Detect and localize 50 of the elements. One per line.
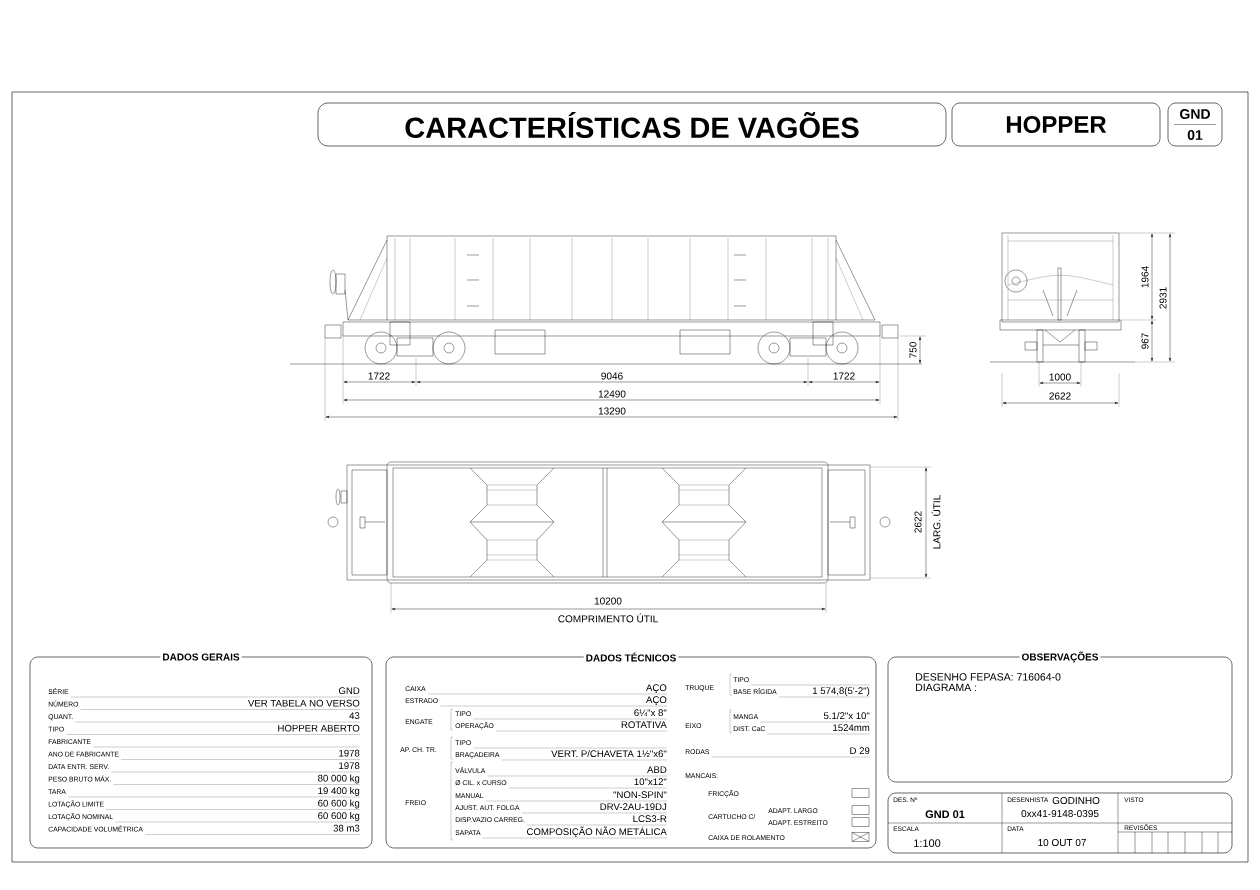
dimension-label: 13290 bbox=[598, 407, 626, 415]
cell-value: 1:100 bbox=[914, 839, 941, 848]
field-value: 60 600 kg bbox=[318, 812, 360, 821]
dimension-note: LARG. ÚTIL bbox=[931, 495, 941, 549]
cell-value: 10 OUT 07 bbox=[1038, 839, 1086, 847]
field-value: 1978 bbox=[339, 749, 360, 757]
field-value: GND bbox=[338, 687, 360, 695]
dimension-label: 1722 bbox=[368, 372, 390, 380]
dimension-label: 2622 bbox=[914, 511, 922, 533]
field-value: 43 bbox=[349, 712, 360, 720]
field-value: 10"x12" bbox=[634, 778, 667, 786]
field-value: 1524mm bbox=[833, 724, 870, 732]
field-value: ROTATIVA bbox=[621, 721, 667, 729]
dimension-label: 967 bbox=[1141, 333, 1149, 349]
field-value: ABD bbox=[647, 766, 667, 773]
field-value: 38 m3 bbox=[333, 824, 360, 832]
dimension-label: 2622 bbox=[1049, 392, 1071, 400]
field-value: 6¼"x 8" bbox=[634, 709, 667, 717]
dimension-label: 12490 bbox=[598, 390, 626, 398]
field-value: 80 000 kg bbox=[318, 774, 360, 784]
dimension-label: 750 bbox=[909, 342, 917, 358]
field-value: COMPOSIÇÃO NÃO METÁLICA bbox=[527, 826, 667, 838]
field-value: AÇO bbox=[646, 696, 667, 706]
field-value: 1 574,8(5'-2") bbox=[813, 687, 870, 696]
cell-value: 0xx41-9148-0395 bbox=[1021, 810, 1099, 818]
title-banner: CARACTERÍSTICAS DE VAGÕES bbox=[317, 102, 947, 147]
cell-value: GODINHO bbox=[1052, 797, 1100, 805]
dimension-label: 2931 bbox=[1159, 287, 1167, 309]
data-panel: OBSERVAÇÕES DESENHO FEPASA: 716064-0 DIAGRAMA : bbox=[887, 649, 1233, 783]
field-value: D 29 bbox=[850, 747, 870, 755]
type-box: HOPPER bbox=[951, 102, 1161, 147]
dimension-label: 1000 bbox=[1049, 373, 1071, 381]
field-value: AÇO bbox=[646, 684, 667, 694]
field-value: VERT. P/CHAVETA 1½"x6" bbox=[551, 750, 667, 758]
field-value: 1978 bbox=[339, 762, 360, 770]
field-value: LCS3-R bbox=[633, 815, 667, 823]
dimension-note: COMPRIMENTO ÚTIL bbox=[558, 613, 658, 623]
code-box: GND 01 bbox=[1167, 102, 1223, 147]
field-value: "NON-SPIN" bbox=[613, 791, 667, 799]
dimension-label: 9046 bbox=[601, 372, 623, 380]
dimension-label: 10200 bbox=[594, 597, 622, 605]
field-value: 19 400 kg bbox=[318, 787, 360, 796]
field-value: 60 600 kg bbox=[318, 799, 360, 809]
cell-value: GND 01 bbox=[925, 810, 965, 819]
dimension-label: 1722 bbox=[833, 372, 855, 380]
dimension-label: 1964 bbox=[1141, 266, 1149, 288]
field-value: 5.1/2"x 10" bbox=[823, 712, 870, 720]
field-value: HOPPER ABERTO bbox=[278, 724, 360, 732]
field-value: DRV-2AU-19DJ bbox=[600, 803, 667, 811]
field-value: VER TABELA NO VERSO bbox=[248, 699, 360, 707]
